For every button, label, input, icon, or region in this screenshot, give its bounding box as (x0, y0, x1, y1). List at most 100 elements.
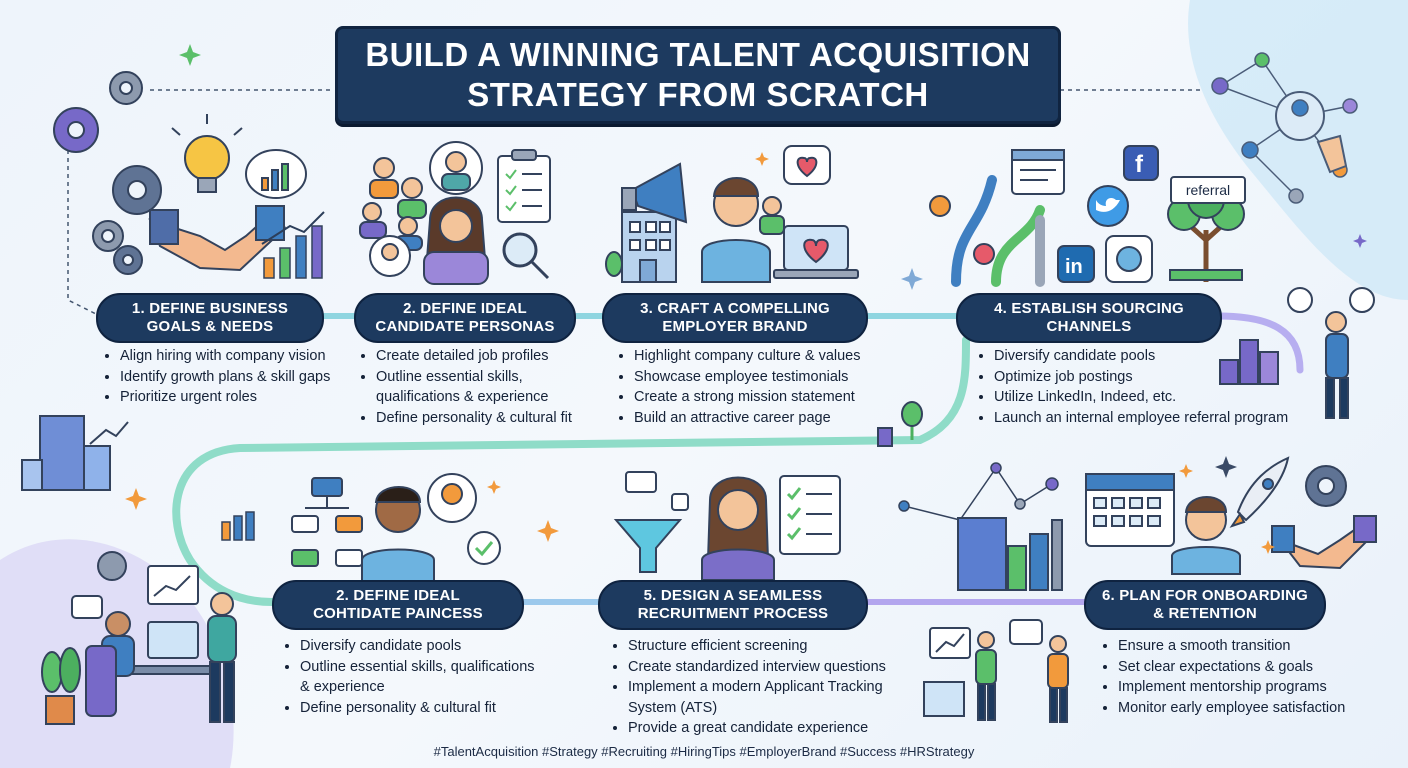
list-item: Outline essential skills, qualifications… (300, 657, 540, 698)
team-meeting-icon (923, 619, 1069, 723)
list-item: Diversify candidate pools (994, 346, 1324, 367)
analyst-person-icon (1219, 287, 1375, 419)
checklist-board-icon (779, 475, 841, 555)
plant-bars-icon (877, 401, 923, 447)
network-badge-icon (1105, 235, 1153, 283)
facebook-icon: f (1123, 145, 1159, 181)
list-item: Define personality & cultural fit (300, 698, 540, 719)
list-item: Monitor early employee satisfaction (1118, 698, 1398, 719)
browser-window-icon (1011, 149, 1065, 195)
step-4-bullets: Diversify candidate pools Optimize job p… (978, 346, 1324, 428)
page-title-banner: BUILD A WINNING TALENT ACQUISITION STRAT… (335, 26, 1061, 124)
gear-icon (1305, 465, 1347, 507)
step-3-title-line1: 3. CRAFT A COMPELLING (640, 300, 830, 317)
office-building-icon (605, 211, 677, 283)
chart-bubble-icon (245, 149, 307, 199)
step-2b-header: 2. DEFINE IDEAL COHTIDATE PAINCESS (272, 580, 524, 630)
step-4-title-line2: CHANNELS (1046, 318, 1132, 335)
company-network-icon (898, 462, 1063, 591)
step-4-title-line1: 4. ESTABLISH SOURCING (994, 300, 1184, 317)
list-item: Implement a modern Applicant Tracking Sy… (628, 677, 918, 718)
step-1-title-line2: GOALS & NEEDS (146, 318, 274, 335)
list-item: Align hiring with company vision (120, 346, 370, 367)
flowchart-icon (291, 477, 363, 567)
list-item: Identify growth plans & skill gaps (120, 367, 370, 388)
list-item: Outline essential skills, qualifications… (376, 367, 608, 408)
list-item: Create detailed job profiles (376, 346, 608, 367)
city-building-icon (21, 415, 129, 491)
step-1-bullets: Align hiring with company vision Identif… (104, 346, 370, 408)
step-2b-title-line1: 2. DEFINE IDEAL (336, 587, 460, 604)
magnifier-icon (502, 232, 550, 280)
step-2b-title-line2: COHTIDATE PAINCESS (313, 605, 483, 622)
step-3-bullets: Highlight company culture & values Showc… (618, 346, 894, 428)
step-5-bullets: Structure efficient screening Create sta… (612, 636, 918, 739)
step-1-title-line1: 1. DEFINE BUSINESS (131, 300, 289, 317)
workstation-illustration (41, 551, 237, 725)
rocket-icon (1229, 456, 1290, 528)
step-6-bullets: Ensure a smooth transition Set clear exp… (1102, 636, 1398, 718)
recruiter-woman-icon (701, 476, 775, 581)
list-item: Build an attractive career page (634, 408, 894, 429)
gears-icon (53, 71, 162, 275)
page-title-line1: BUILD A WINNING TALENT ACQUISITION (365, 36, 1031, 73)
list-item: Implement mentorship programs (1118, 677, 1398, 698)
list-item: Define personality & cultural fit (376, 408, 608, 429)
brand-person-icon (701, 177, 771, 283)
laptop-heart-icon (759, 196, 859, 279)
linkedin-icon: in (1057, 245, 1095, 283)
svg-text:in: in (1065, 256, 1083, 278)
step-2-title-line2: CANDIDATE PERSONAS (375, 318, 555, 335)
mini-bar-chart-icon (221, 511, 255, 541)
step-2-title-line1: 2. DEFINE IDEAL (403, 300, 527, 317)
clipboard-checklist-icon (497, 149, 551, 223)
list-item: Showcase employee testimonials (634, 367, 894, 388)
list-item: Ensure a smooth transition (1118, 636, 1398, 657)
funnel-icon (613, 471, 689, 573)
step-6-header: 6. PLAN FOR ONBOARDING & RETENTION (1084, 580, 1326, 630)
step-5-header: 5. DESIGN A SEAMLESS RECRUITMENT PROCESS (598, 580, 868, 630)
list-item: Prioritize urgent roles (120, 387, 370, 408)
candidate-man-icon (361, 486, 435, 583)
network-graph-icon (1211, 52, 1358, 204)
step-2-bullets: Create detailed job profiles Outline ess… (360, 346, 608, 428)
twitter-icon (1087, 185, 1129, 227)
calendar-icon (1085, 473, 1175, 547)
onboarding-person-icon (1171, 496, 1241, 575)
candidate-people-icon (359, 141, 489, 285)
referral-sign: referral (1170, 176, 1246, 204)
step-1-header: 1. DEFINE BUSINESS GOALS & NEEDS (96, 293, 324, 343)
profile-bubble-icon (427, 473, 501, 565)
list-item: Optimize job postings (994, 367, 1324, 388)
route-arrows-icon (929, 175, 1045, 287)
list-item: Diversify candidate pools (300, 636, 540, 657)
step-6-title-line2: & RETENTION (1153, 605, 1257, 622)
flow-path-upper-right (1214, 312, 1304, 374)
step-2b-bullets: Diversify candidate pools Outline essent… (284, 636, 540, 718)
megaphone-icon (621, 162, 688, 224)
list-item: Set clear expectations & goals (1118, 657, 1398, 678)
list-item: Structure efficient screening (628, 636, 918, 657)
hashtags-footer: #TalentAcquisition #Strategy #Recruiting… (433, 744, 975, 759)
growth-bars-icon (261, 211, 325, 279)
step-5-title-line1: 5. DESIGN A SEAMLESS (643, 587, 823, 604)
list-item: Create standardized interview questions (628, 657, 918, 678)
step-5-title-line2: RECRUITMENT PROCESS (637, 605, 829, 622)
step-4-header: 4. ESTABLISH SOURCING CHANNELS (956, 293, 1222, 343)
list-item: Highlight company culture & values (634, 346, 894, 367)
step-2-header: 2. DEFINE IDEAL CANDIDATE PERSONAS (354, 293, 576, 343)
sparkle-icons (125, 44, 1367, 554)
referral-sign-label: referral (1185, 182, 1231, 198)
step-3-title-line2: EMPLOYER BRAND (662, 318, 808, 335)
page-title-line2: STRATEGY FROM SCRATCH (467, 76, 929, 113)
handshake-icon (148, 205, 287, 272)
handshake-retention-icon (1271, 515, 1377, 570)
svg-text:f: f (1135, 151, 1144, 178)
heart-bubble-icon (783, 145, 831, 185)
step-3-header: 3. CRAFT A COMPELLING EMPLOYER BRAND (602, 293, 868, 343)
step-6-title-line1: 6. PLAN FOR ONBOARDING (1101, 587, 1309, 604)
lightbulb-icon (171, 114, 243, 193)
list-item: Utilize LinkedIn, Indeed, etc. (994, 387, 1324, 408)
list-item: Launch an internal employee referral pro… (994, 408, 1324, 429)
